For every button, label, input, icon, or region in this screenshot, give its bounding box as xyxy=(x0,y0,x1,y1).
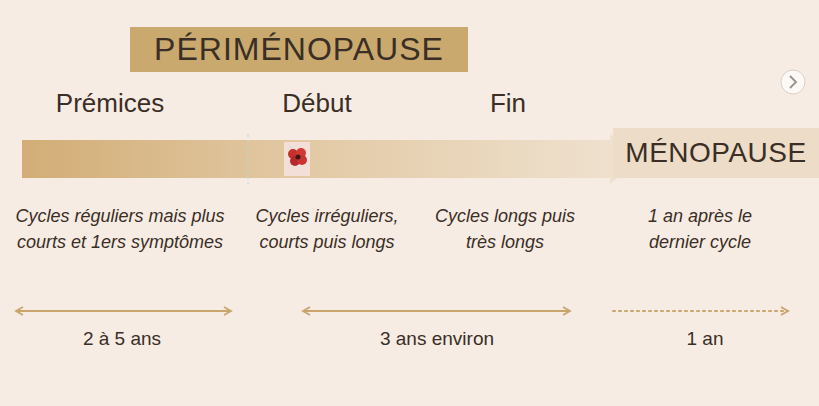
timeline-band xyxy=(22,134,642,184)
poppy-flower xyxy=(288,148,307,166)
stage-box: MÉNOPAUSE xyxy=(613,128,819,178)
phase-name: Début xyxy=(237,88,397,119)
phase-name: Fin xyxy=(448,88,568,119)
duration-label: 2 à 5 ans xyxy=(32,328,212,351)
divider xyxy=(248,134,249,184)
phase-name: Prémices xyxy=(10,88,210,119)
phase-description: Cycles irréguliers, courts puis longs xyxy=(252,203,402,255)
next-button xyxy=(781,70,805,94)
node-text: MÉNOPAUSE xyxy=(625,137,806,169)
duration-arrow xyxy=(303,310,570,312)
flower-patch xyxy=(284,142,310,176)
phase-description: 1 an après le dernier cycle xyxy=(625,203,775,255)
duration-label: 3 ans environ xyxy=(337,328,537,351)
phase-description: Cycles réguliers mais plus courts et 1er… xyxy=(5,203,235,255)
duration-arrow xyxy=(613,310,788,312)
duration-label: 1 an xyxy=(645,328,765,351)
node-text: PÉRIMÉNOPAUSE xyxy=(154,31,444,68)
phase-description: Cycles longs puis très longs xyxy=(425,203,585,255)
title-band: PÉRIMÉNOPAUSE xyxy=(130,27,468,72)
duration-arrow xyxy=(16,310,231,312)
